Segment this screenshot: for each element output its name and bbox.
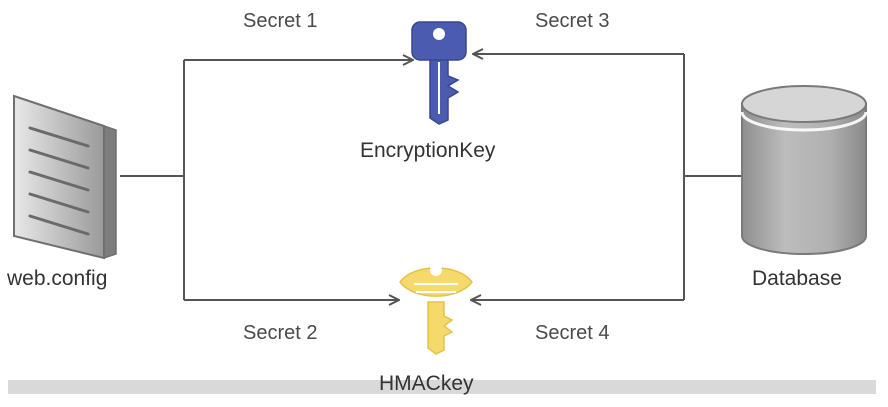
database-icon [740, 85, 868, 255]
node-label-database: Database [752, 267, 842, 290]
key-icon [399, 264, 473, 355]
bottom-bar [8, 380, 876, 394]
connector-webconfig-trunk [120, 60, 185, 300]
edge-label-secret2: Secret 2 [243, 322, 318, 344]
key-icon [411, 21, 467, 125]
edge-label-secret3: Secret 3 [535, 10, 610, 32]
document-icon [13, 94, 117, 260]
edge-label-secret1: Secret 1 [243, 10, 318, 32]
node-label-encryption-key: EncryptionKey [360, 139, 496, 162]
node-label-hmac-key: HMACkey [379, 372, 474, 395]
node-label-web-config: web.config [7, 267, 108, 290]
edge-label-secret4: Secret 4 [535, 322, 610, 344]
connector-database-trunk [683, 54, 744, 300]
